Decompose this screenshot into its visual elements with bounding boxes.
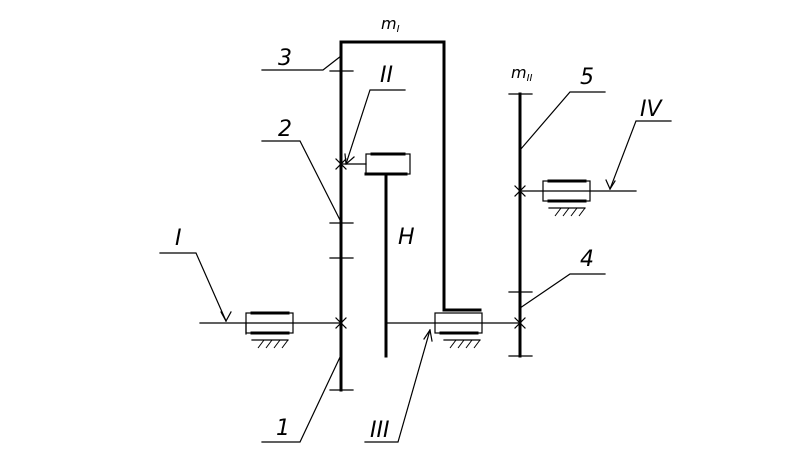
shaft-iv — [514, 179, 637, 217]
label-2: 2 — [278, 117, 292, 142]
label-3: 3 — [278, 46, 292, 71]
label-module-m1: mI — [381, 14, 400, 35]
label-5: 5 — [580, 65, 594, 90]
shaft-iii — [385, 312, 521, 349]
label-shaft-ii: II — [380, 63, 393, 88]
shaft-i — [199, 311, 347, 349]
shaft-ii — [335, 152, 411, 175]
label-shaft-i: I — [175, 226, 182, 251]
carrier-h — [339, 40, 482, 358]
label-1: 1 — [276, 416, 290, 441]
label-shaft-iv: IV — [640, 97, 663, 122]
label-4: 4 — [580, 247, 594, 272]
label-carrier-h: H — [398, 225, 415, 250]
gear-column-1-2-3 — [329, 70, 354, 392]
leader-lines — [159, 55, 672, 443]
label-shaft-iii: III — [370, 418, 389, 443]
gear-column-4-5 — [508, 92, 533, 358]
label-module-m2: mII — [511, 63, 533, 84]
